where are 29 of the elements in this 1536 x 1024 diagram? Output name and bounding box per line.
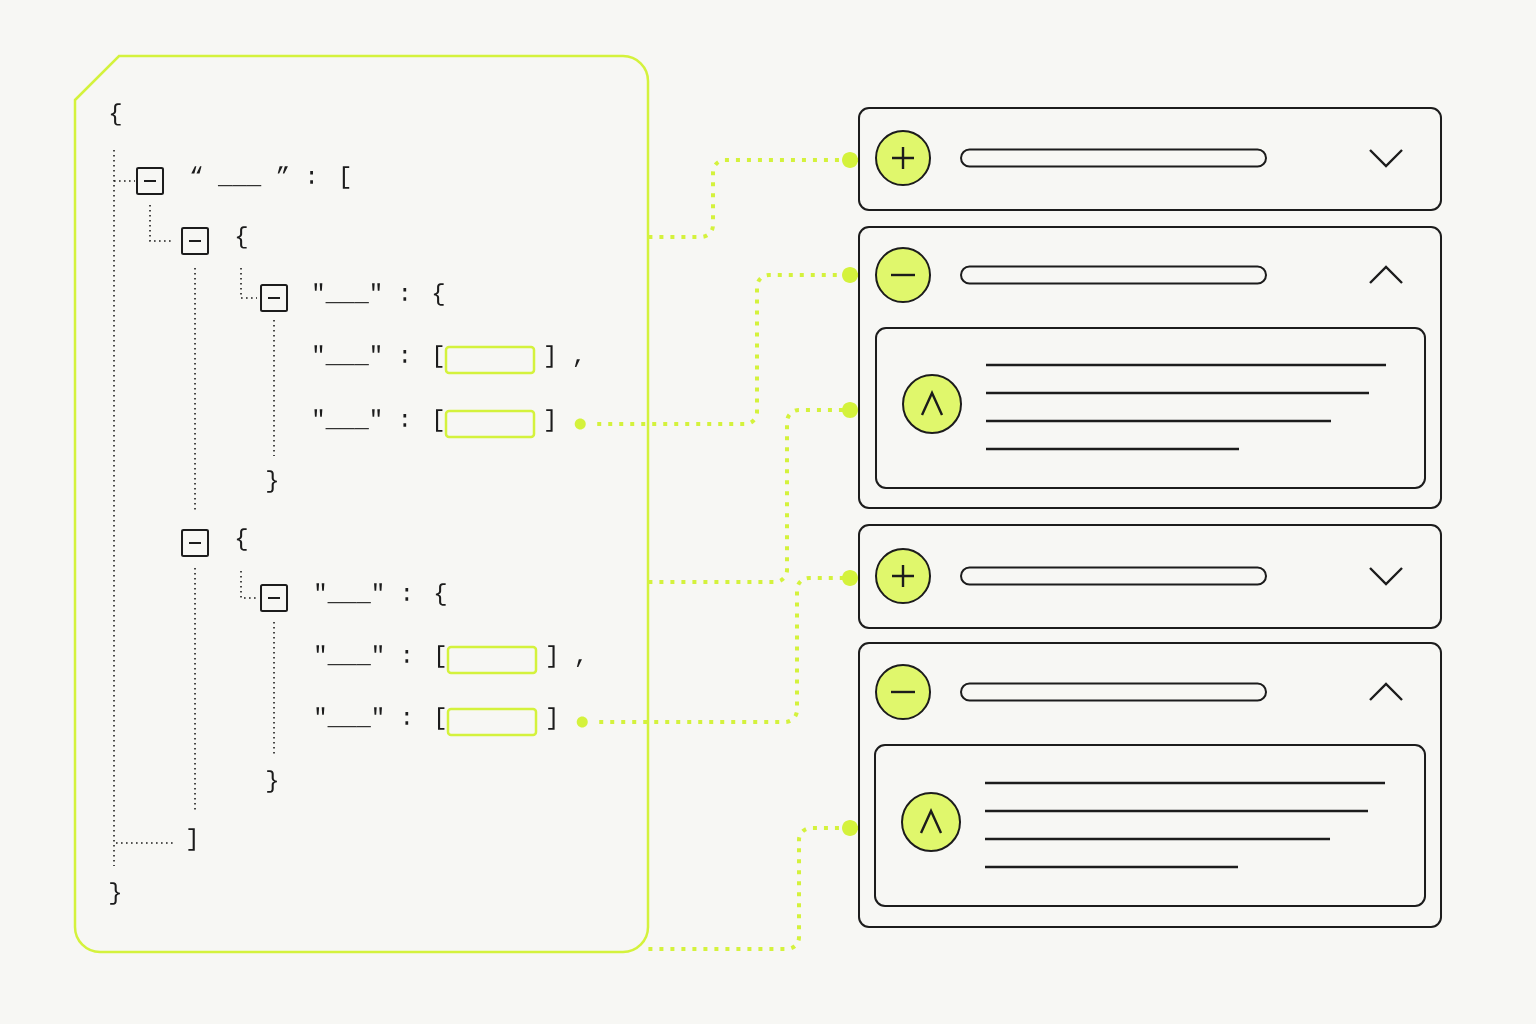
code-line: "___" : { [314, 283, 444, 306]
connector [648, 402, 858, 584]
code-line: ] , [548, 645, 582, 668]
code-line: "___" : [ [314, 409, 443, 432]
content-panel [875, 327, 1426, 489]
code-line: ] , [546, 345, 580, 368]
code-line: “ ___ ” : [ [191, 166, 350, 189]
code-line: { [110, 103, 121, 126]
accordion-card [858, 226, 1442, 509]
code-line: ] [546, 409, 553, 432]
code-line: "___" : [ [316, 707, 445, 730]
connector [599, 570, 858, 724]
connector [648, 152, 858, 239]
code-line: ] [188, 828, 195, 851]
accordion-card [858, 642, 1442, 928]
code-line: { [236, 528, 247, 551]
code-line: "___" : { [316, 583, 446, 606]
code-line: ] [548, 707, 555, 730]
accordion-card [858, 524, 1442, 629]
code-line: "___" : [ [314, 345, 443, 368]
code-line: { [236, 226, 247, 249]
code-line: "___" : [ [316, 645, 445, 668]
code-line: } [110, 882, 120, 905]
connector [597, 267, 858, 426]
content-panel [874, 744, 1426, 907]
accordion-card [858, 107, 1442, 211]
code-line: } [267, 770, 277, 793]
connector [648, 820, 858, 951]
code-line: } [267, 470, 277, 493]
